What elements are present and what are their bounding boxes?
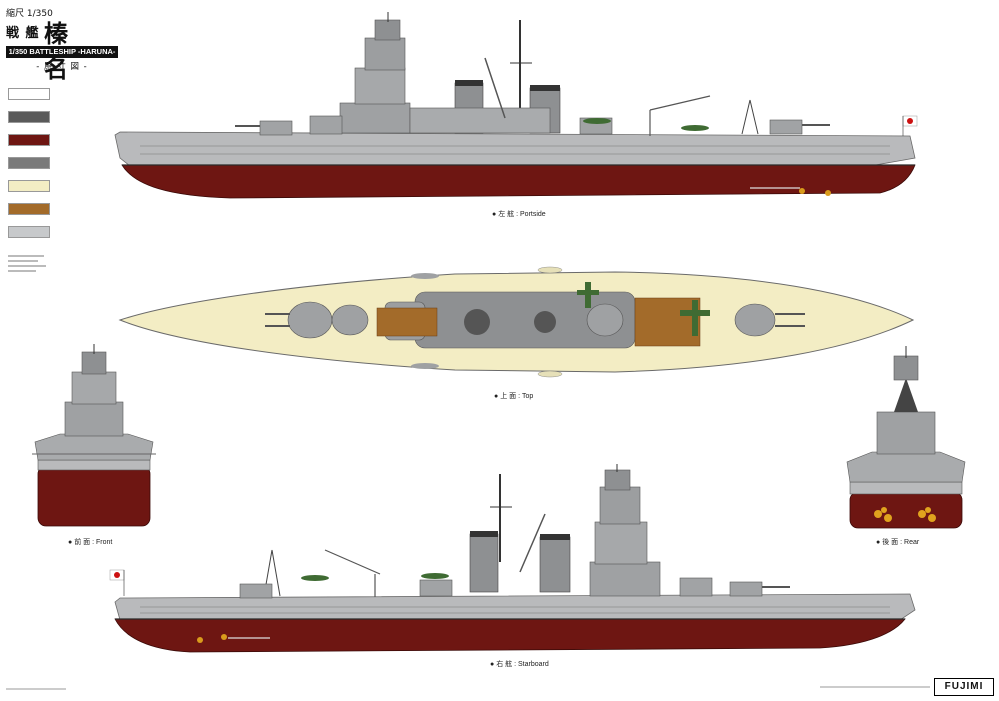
scale-text: 縮尺 1/350 bbox=[6, 9, 53, 19]
swatch-hull-red bbox=[8, 134, 50, 146]
swatch-deck-tan bbox=[8, 180, 50, 192]
caption-starboard: 右 舷 : Starboard bbox=[490, 659, 549, 669]
swatch-label bbox=[8, 148, 52, 157]
legend-fine-print bbox=[8, 255, 52, 272]
caption-top: 上 面 : Top bbox=[494, 391, 533, 401]
footer-note-left bbox=[6, 688, 66, 690]
swatch-label bbox=[8, 217, 52, 226]
starboard-view bbox=[109, 464, 916, 653]
swatch-label bbox=[8, 102, 52, 111]
caption-front: 前 面 : Front bbox=[68, 537, 112, 547]
top-view bbox=[118, 266, 915, 378]
swatch-label bbox=[8, 194, 52, 203]
swatch-label bbox=[8, 240, 52, 249]
fujimi-logo: FUJIMI bbox=[934, 678, 994, 696]
swatch-white bbox=[8, 88, 50, 100]
rear-view bbox=[846, 346, 966, 529]
ship-name-kanji: 榛 名 bbox=[44, 19, 74, 83]
title-block: 縮尺 1/350 戦 艦 榛 名 1/350 BATTLESHIP -HARUN… bbox=[6, 6, 118, 83]
front-view bbox=[32, 344, 156, 527]
swatch-label bbox=[8, 125, 52, 134]
caption-portside: 左 舷 : Portside bbox=[492, 209, 545, 219]
title-bar: 1/350 BATTLESHIP -HARUNA- bbox=[6, 46, 118, 58]
portside-view bbox=[114, 12, 918, 199]
swatch-label bbox=[8, 171, 52, 180]
swatch-light-gray bbox=[8, 226, 50, 238]
swatch-wood bbox=[8, 203, 50, 215]
swatch-dark-gray bbox=[8, 111, 50, 123]
caption-rear: 後 面 : Rear bbox=[876, 537, 919, 547]
footer-note-right bbox=[820, 686, 930, 688]
color-legend bbox=[8, 88, 52, 275]
ship-class-kanji: 戦 艦 bbox=[6, 26, 40, 41]
subtitle: - 原 寸 図 - bbox=[36, 62, 88, 72]
swatch-gray bbox=[8, 157, 50, 169]
